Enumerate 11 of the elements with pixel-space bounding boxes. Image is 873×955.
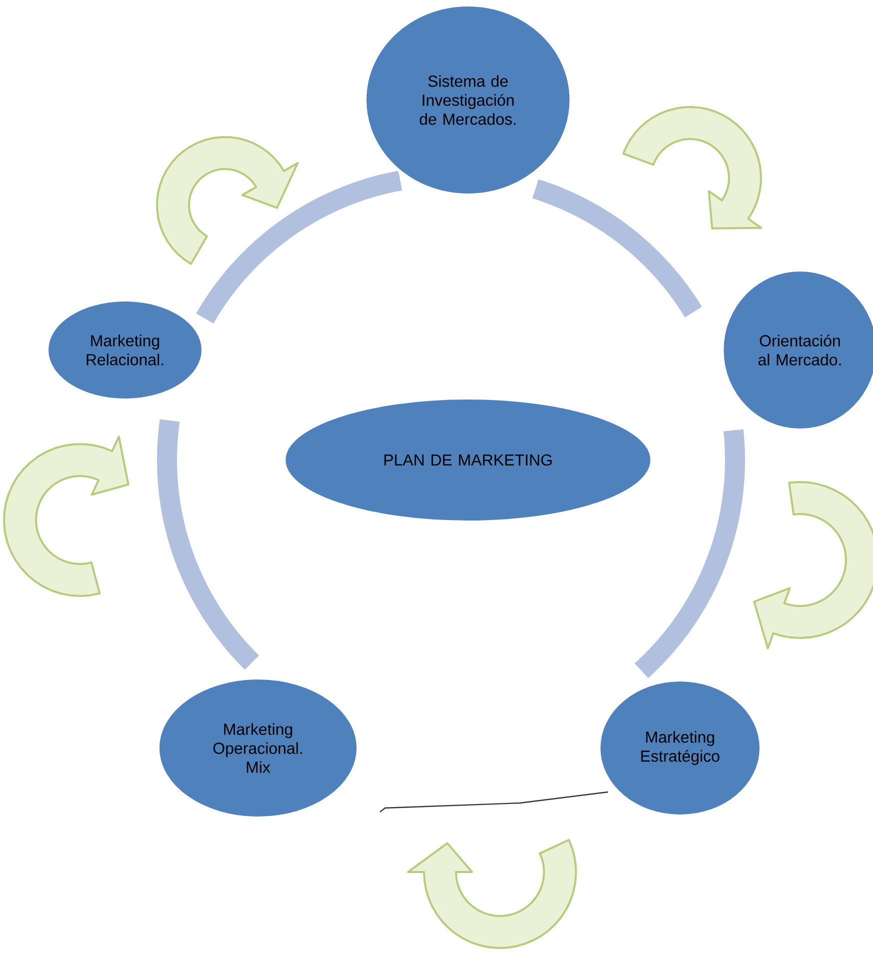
circle-node: Sistema de Investigación de Mercados. (364, 4, 572, 196)
circle-node: Marketing Estratégico (598, 678, 762, 818)
connector-line (196, 170, 404, 324)
connector-line (634, 426, 745, 678)
circle-node: PLAN DE MARKETING (282, 396, 654, 524)
circle-node: Marketing Relacional. (46, 298, 204, 402)
circle-node: Marketing Operacional. Mix (156, 676, 360, 820)
connector-line (530, 179, 702, 318)
circle-node: Orientación al Mercado. (720, 268, 873, 432)
connector-line (157, 417, 260, 670)
connector-line (380, 791, 608, 812)
